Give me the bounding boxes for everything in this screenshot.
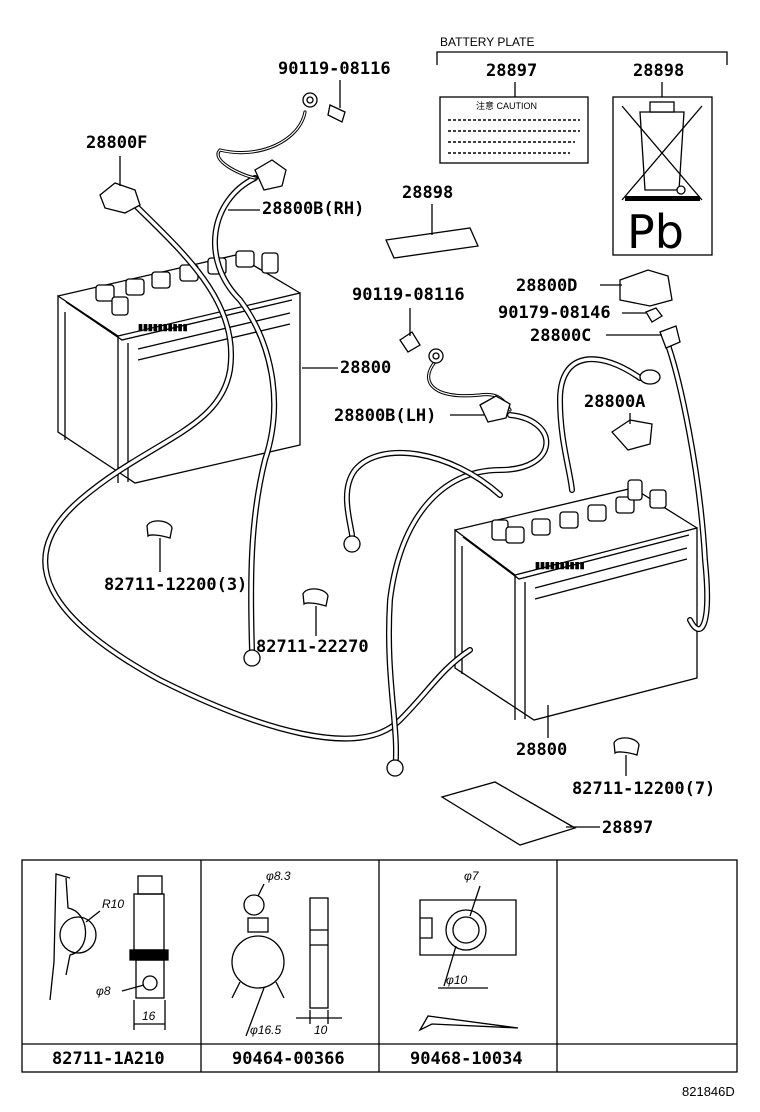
label-28898-mid: 28898 xyxy=(402,183,453,203)
label-28800C: 28800C xyxy=(530,326,591,346)
pb-recycle-plate: Pb xyxy=(612,96,713,259)
part-number-90464-00366: 90464-00366 xyxy=(232,1049,345,1069)
detail-table: R10 φ8 16 82711-1A210 φ8.3 φ16.5 xyxy=(21,859,738,1073)
svg-text:▮▮▮▮▮▮▮▮▮▮: ▮▮▮▮▮▮▮▮▮▮ xyxy=(535,560,585,570)
terminal-28800A xyxy=(611,419,653,451)
ring-terminal-28800C xyxy=(639,369,661,385)
clamp-82711-22270 xyxy=(302,588,329,607)
terminal-28800B-RH xyxy=(254,159,287,191)
terminal-cover-28800D xyxy=(619,269,673,307)
terminal-28800F xyxy=(99,182,141,214)
pb-symbol: Pb xyxy=(627,205,684,259)
terminals xyxy=(99,92,681,846)
ring-terminal-rh xyxy=(243,649,261,667)
dim-phi8: φ8 xyxy=(96,984,111,998)
cables xyxy=(42,110,711,773)
label-28800F: 28800F xyxy=(86,133,147,153)
battery-plate-bracket xyxy=(436,51,728,65)
label-82711-12200-3: 82711-12200(3) xyxy=(104,575,247,595)
dim-10: 10 xyxy=(314,1023,328,1037)
label-28800D: 28800D xyxy=(516,276,577,296)
label-28897-bottom: 28897 xyxy=(602,818,653,838)
dim-r10: R10 xyxy=(102,897,124,911)
bolt-90119-top xyxy=(327,104,346,123)
ring-terminal-lh xyxy=(386,759,404,777)
caution-label-plate: 注意 CAUTION xyxy=(439,96,589,164)
battery-plate-title: BATTERY PLATE xyxy=(440,35,534,49)
battery-right: ▮▮▮▮▮▮▮▮▮▮ xyxy=(454,479,698,721)
terminal-28800B-LH xyxy=(479,395,511,423)
label-90179: 90179-08146 xyxy=(498,303,611,323)
terminal-28800C xyxy=(659,325,681,349)
dim-phi10: φ10 xyxy=(446,973,468,987)
detail-cell-3: φ7 φ10 90468-10034 xyxy=(410,869,523,1069)
pad-28897 xyxy=(440,781,577,846)
detail-cell-1: R10 φ8 16 82711-1A210 xyxy=(49,873,169,1069)
label-90119-mid: 90119-08116 xyxy=(352,285,465,305)
label-28800-left: 28800 xyxy=(340,358,391,378)
pad-28898 xyxy=(385,227,479,259)
part-number-90468-10034: 90468-10034 xyxy=(410,1049,523,1069)
clamp-82711-12200-a xyxy=(146,520,173,539)
dim-phi16-5: φ16.5 xyxy=(250,1023,282,1037)
caution-text: 注意 CAUTION xyxy=(476,100,537,111)
label-28800B-RH: 28800B(RH) xyxy=(262,199,364,219)
label-28800-right: 28800 xyxy=(516,740,567,760)
clamp-82711-12200-b xyxy=(613,737,640,756)
battery-left: ▮▮▮▮▮▮▮▮▮▮ xyxy=(57,250,301,484)
nut-90179 xyxy=(645,307,663,323)
detail-cell-2: φ8.3 φ16.5 10 90464-00366 xyxy=(231,869,345,1069)
label-28897-top: 28897 xyxy=(486,61,537,81)
callouts: 90119-08116 28800F 28800B(RH) 28898 2880… xyxy=(86,59,715,838)
bolt-90119-mid xyxy=(399,331,421,353)
svg-text:▮▮▮▮▮▮▮▮▮▮: ▮▮▮▮▮▮▮▮▮▮ xyxy=(138,322,188,332)
dim-16: 16 xyxy=(142,1009,156,1023)
label-28898-top: 28898 xyxy=(633,61,684,81)
dim-phi7: φ7 xyxy=(464,869,480,883)
label-28800A: 28800A xyxy=(584,392,645,412)
label-90119-top: 90119-08116 xyxy=(278,59,391,79)
label-28800B-LH: 28800B(LH) xyxy=(334,406,436,426)
dim-phi8-3: φ8.3 xyxy=(266,869,291,883)
battery-plate-group: BATTERY PLATE 28897 28898 注意 CAUTION Pb xyxy=(436,35,728,259)
label-82711-12200-7: 82711-12200(7) xyxy=(572,779,715,799)
label-82711-22270: 82711-22270 xyxy=(256,637,369,657)
ring-terminal-center xyxy=(343,535,361,553)
figure-id: 821846D xyxy=(682,1084,735,1099)
part-number-82711-1A210: 82711-1A210 xyxy=(52,1049,165,1069)
